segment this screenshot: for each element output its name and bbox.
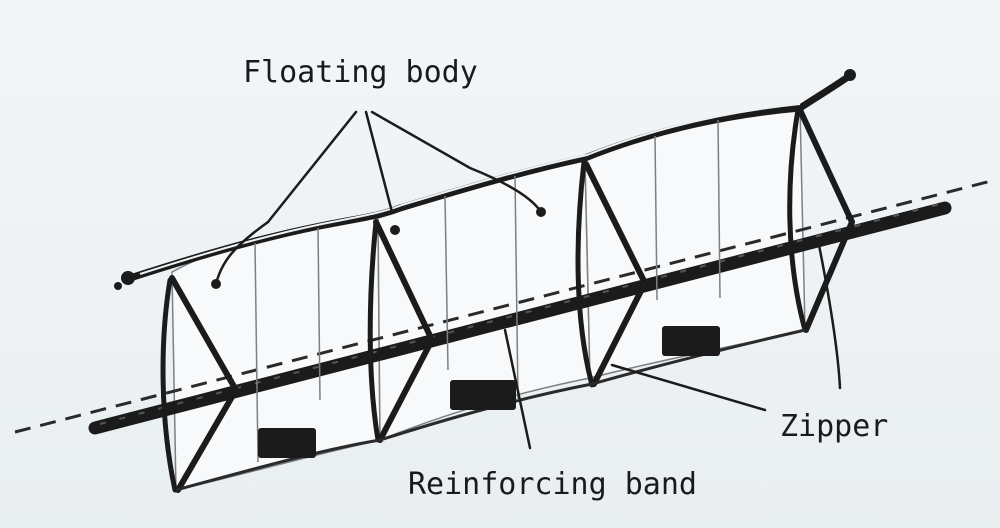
brace-2a <box>373 219 435 343</box>
lug-2 <box>390 225 400 235</box>
leader-lines <box>214 110 842 450</box>
end-fittings <box>114 69 856 290</box>
post-3 <box>575 159 595 388</box>
floating-body-tube-inner <box>139 103 801 275</box>
brace-4a <box>797 107 855 225</box>
hanger-2 <box>317 227 321 401</box>
leader-floating-2 <box>364 110 394 214</box>
right-end-fitting <box>844 69 856 81</box>
brace-1a <box>169 275 239 393</box>
vertical-posts <box>160 107 808 493</box>
center-dash-line <box>14 178 996 434</box>
floating-body-tube <box>126 70 856 282</box>
hanger-3 <box>444 195 449 371</box>
leader-zipper <box>610 363 767 412</box>
hanger-5 <box>654 135 658 301</box>
weight-3 <box>662 326 720 356</box>
fabric-panels <box>171 107 806 491</box>
post-2 <box>367 219 381 443</box>
cross-bracing <box>169 107 855 493</box>
brace-3a <box>583 161 648 286</box>
hanger-6 <box>717 119 721 299</box>
weight-blocks <box>258 326 720 458</box>
weight-2 <box>450 380 516 410</box>
post-1 <box>160 277 178 493</box>
brace-1b <box>175 387 239 493</box>
hanger-4 <box>514 175 519 401</box>
floating-body-label: Floating body <box>243 55 478 90</box>
reinforcing-band-label: Reinforcing band <box>408 467 697 502</box>
leader-right-tail <box>816 238 842 390</box>
leader-floating-1 <box>266 110 358 224</box>
brace-2b <box>377 337 435 443</box>
post-4 <box>787 107 808 333</box>
leader-floating-4 <box>214 220 270 286</box>
leader-band <box>503 328 532 450</box>
left-end-fitting <box>121 271 135 285</box>
left-end-eye <box>114 282 122 290</box>
leader-floating-3 <box>370 110 543 214</box>
hanger-lines <box>254 119 721 463</box>
zipper-label: Zipper <box>780 409 889 444</box>
brace-4b <box>803 219 855 333</box>
brace-3b <box>591 280 648 387</box>
band-highlight <box>99 203 941 425</box>
weight-1 <box>258 428 316 458</box>
hanger-1 <box>254 242 259 463</box>
